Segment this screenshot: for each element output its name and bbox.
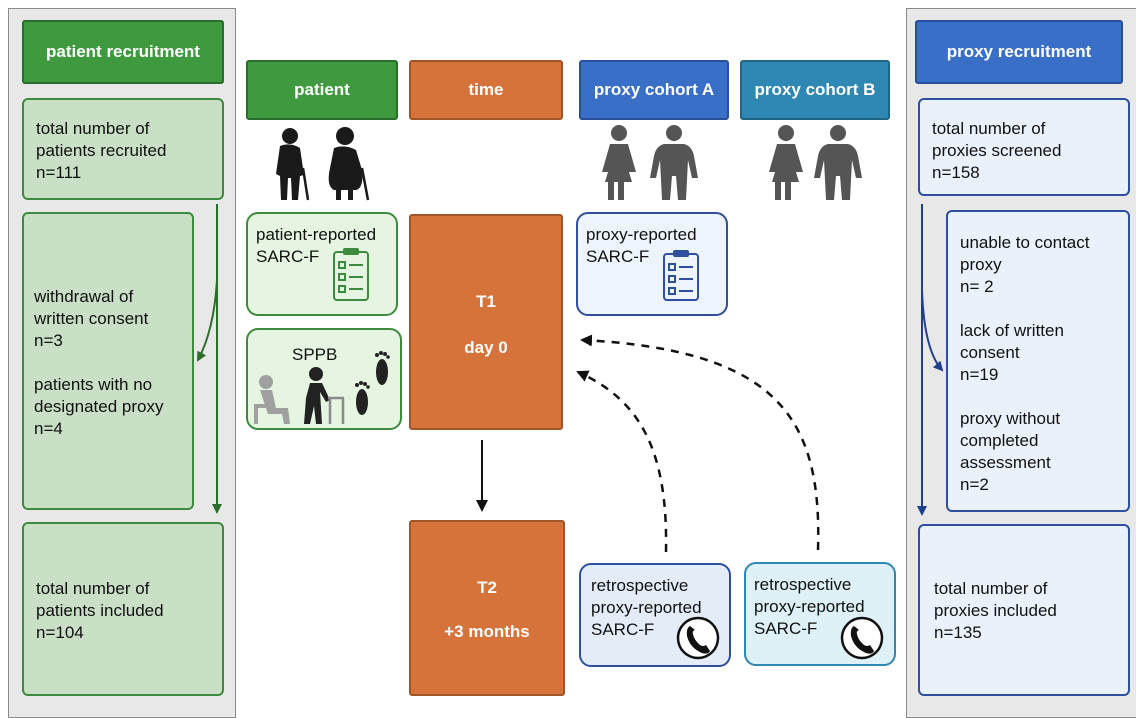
patient-header: patient: [246, 60, 398, 120]
retro-arrow-b: [580, 334, 820, 551]
t2-label: T2: [477, 578, 497, 597]
sppb-label: SPPB: [292, 345, 338, 364]
proxies-excluded-box: unable to contact proxy n= 2 lack of wri…: [946, 210, 1130, 512]
proxy-flow-arrows: [917, 204, 944, 516]
time-header: time: [409, 60, 563, 120]
patients-recruited-box: total number of patients recruited n=111: [22, 98, 224, 200]
patient-recruitment-header: patient recruitment: [22, 20, 224, 84]
clipboard-checklist-icon: [333, 248, 369, 301]
walker-icon: [254, 367, 345, 424]
t2-box: T2 +3 months: [409, 520, 565, 696]
retro-arrow-a: [576, 370, 668, 553]
footprints-icon: [355, 351, 390, 415]
t2-time: +3 months: [444, 622, 530, 641]
male-female-icon: [602, 125, 698, 200]
patient-flow-arrows: [197, 204, 222, 514]
proxy-recruitment-header: proxy recruitment: [915, 20, 1123, 84]
telephone-icon: [840, 616, 884, 660]
t1-time: day 0: [464, 338, 508, 357]
patients-excluded-box: withdrawal of written consent n=3 patien…: [22, 212, 194, 510]
proxies-included-box: total number of proxies included n=135: [918, 524, 1130, 696]
proxy-cohort-a-header: proxy cohort A: [579, 60, 729, 120]
patients-included-box: total number of patients included n=104: [22, 522, 224, 696]
t1-label: T1: [476, 292, 496, 311]
proxy-cohort-b-header: proxy cohort B: [740, 60, 890, 120]
proxy-sarcf-card: proxy-reported SARC-F: [576, 212, 728, 316]
clipboard-checklist-icon: [663, 250, 699, 301]
male-female-icon: [769, 125, 862, 200]
elderly-couple-icon: [276, 127, 370, 201]
t1-box: T1 day 0: [409, 214, 563, 430]
telephone-icon: [676, 616, 720, 660]
patient-sarcf-card: patient-reported SARC-F: [246, 212, 398, 316]
proxies-screened-box: total number of proxies screened n=158: [918, 98, 1130, 196]
